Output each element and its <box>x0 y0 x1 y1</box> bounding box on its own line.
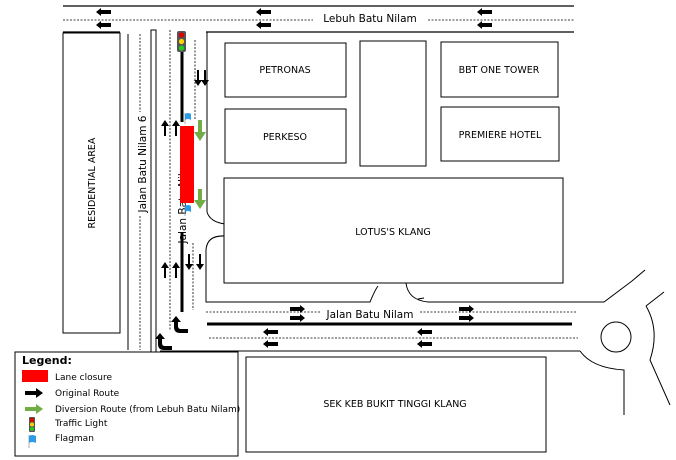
black-arrow-icon <box>25 388 43 398</box>
building-petronas: PETRONAS <box>224 42 347 98</box>
arrow-left-icon <box>263 328 278 336</box>
legend-label-original-route: Original Route <box>55 389 120 399</box>
traffic-light-icon <box>29 417 35 432</box>
original-route-arrows-vertical <box>155 70 209 350</box>
roundabout <box>579 269 671 415</box>
flagman-icon <box>184 113 191 124</box>
legend: Legend: Lane closure Original Route Dive… <box>14 351 240 457</box>
building-label-school: SEK KEB BUKIT TINGGI KLANG <box>323 399 466 410</box>
building-label-residential: RESIDENTIAL AREA <box>87 137 98 228</box>
legend-title: Legend: <box>22 354 72 367</box>
arrow-left-icon <box>417 340 432 348</box>
legend-label-diversion-route: Diversion Route (from Lebuh Batu Nilam) <box>55 405 240 415</box>
building-label-petronas: PETRONAS <box>259 65 310 76</box>
arrow-left-icon <box>477 8 492 16</box>
arrow-left-icon <box>96 21 111 29</box>
arrow-up-icon <box>161 262 169 278</box>
building-residential-area: RESIDENTIAL AREA <box>62 32 121 334</box>
arrow-right-icon <box>290 314 305 322</box>
road-label-jalan-batu-nilam: Jalan Batu Nilam <box>326 309 414 321</box>
arrow-down-icon <box>196 254 204 270</box>
original-route-arrows-top <box>96 8 492 29</box>
arrow-down-icon <box>194 70 202 86</box>
lane-closure-swatch <box>22 370 48 382</box>
arrow-left-icon <box>256 8 271 16</box>
flagman-icon <box>184 205 191 216</box>
building-perkeso: PERKESO <box>224 108 347 164</box>
traffic-light-icon <box>177 31 186 52</box>
arrow-left-icon <box>96 8 111 16</box>
building-label-premiere: PREMIERE HOTEL <box>459 130 542 141</box>
legend-label-traffic-light: Traffic Light <box>54 419 108 429</box>
green-arrow-icon <box>25 404 43 414</box>
building-label-lotus: LOTUS'S KLANG <box>355 227 431 238</box>
arrow-turn-icon <box>155 333 172 350</box>
arrow-up-icon <box>172 120 180 136</box>
arrow-turn-icon <box>171 316 188 333</box>
arrow-left-icon <box>256 21 271 29</box>
building-label-perkeso: PERKESO <box>263 132 307 143</box>
building-unnamed <box>359 40 427 167</box>
building-label-bbt: BBT ONE TOWER <box>459 65 540 76</box>
flag-icon <box>28 435 36 448</box>
building-lotus-klang: LOTUS'S KLANG <box>223 177 564 284</box>
road-median <box>150 29 157 353</box>
building-sek-keb-bukit-tinggi: SEK KEB BUKIT TINGGI KLANG <box>245 356 547 453</box>
arrow-up-icon <box>172 262 180 278</box>
arrow-left-icon <box>417 328 432 336</box>
building-premiere-hotel: PREMIERE HOTEL <box>440 106 560 162</box>
road-jalan-batu-nilam-horizontal: Jalan Batu Nilam <box>160 305 580 352</box>
green-arrow-down-icon <box>194 189 206 209</box>
arrow-down-icon <box>201 70 209 86</box>
road-jalan-batu-nilam-6: Jalan Batu Nilam 6 <box>127 29 157 353</box>
diversion-route-arrows <box>194 120 206 209</box>
building-bbt-one-tower: BBT ONE TOWER <box>440 41 559 98</box>
lane-closure <box>180 126 194 203</box>
arrow-up-icon <box>161 120 169 136</box>
road-lebuh-batu-nilam: Lebuh Batu Nilam <box>63 5 574 33</box>
arrow-right-icon <box>459 314 474 322</box>
green-arrow-down-icon <box>194 120 206 141</box>
legend-label-flagman: Flagman <box>55 434 94 444</box>
arrow-left-icon <box>263 340 278 348</box>
arrow-left-icon <box>477 21 492 29</box>
arrow-down-icon <box>185 254 193 270</box>
road-label-jalan-batu-nilam-6: Jalan Batu Nilam 6 <box>137 115 149 213</box>
legend-label-lane-closure: Lane closure <box>55 373 112 383</box>
road-label-lebuh-batu-nilam: Lebuh Batu Nilam <box>323 13 417 25</box>
